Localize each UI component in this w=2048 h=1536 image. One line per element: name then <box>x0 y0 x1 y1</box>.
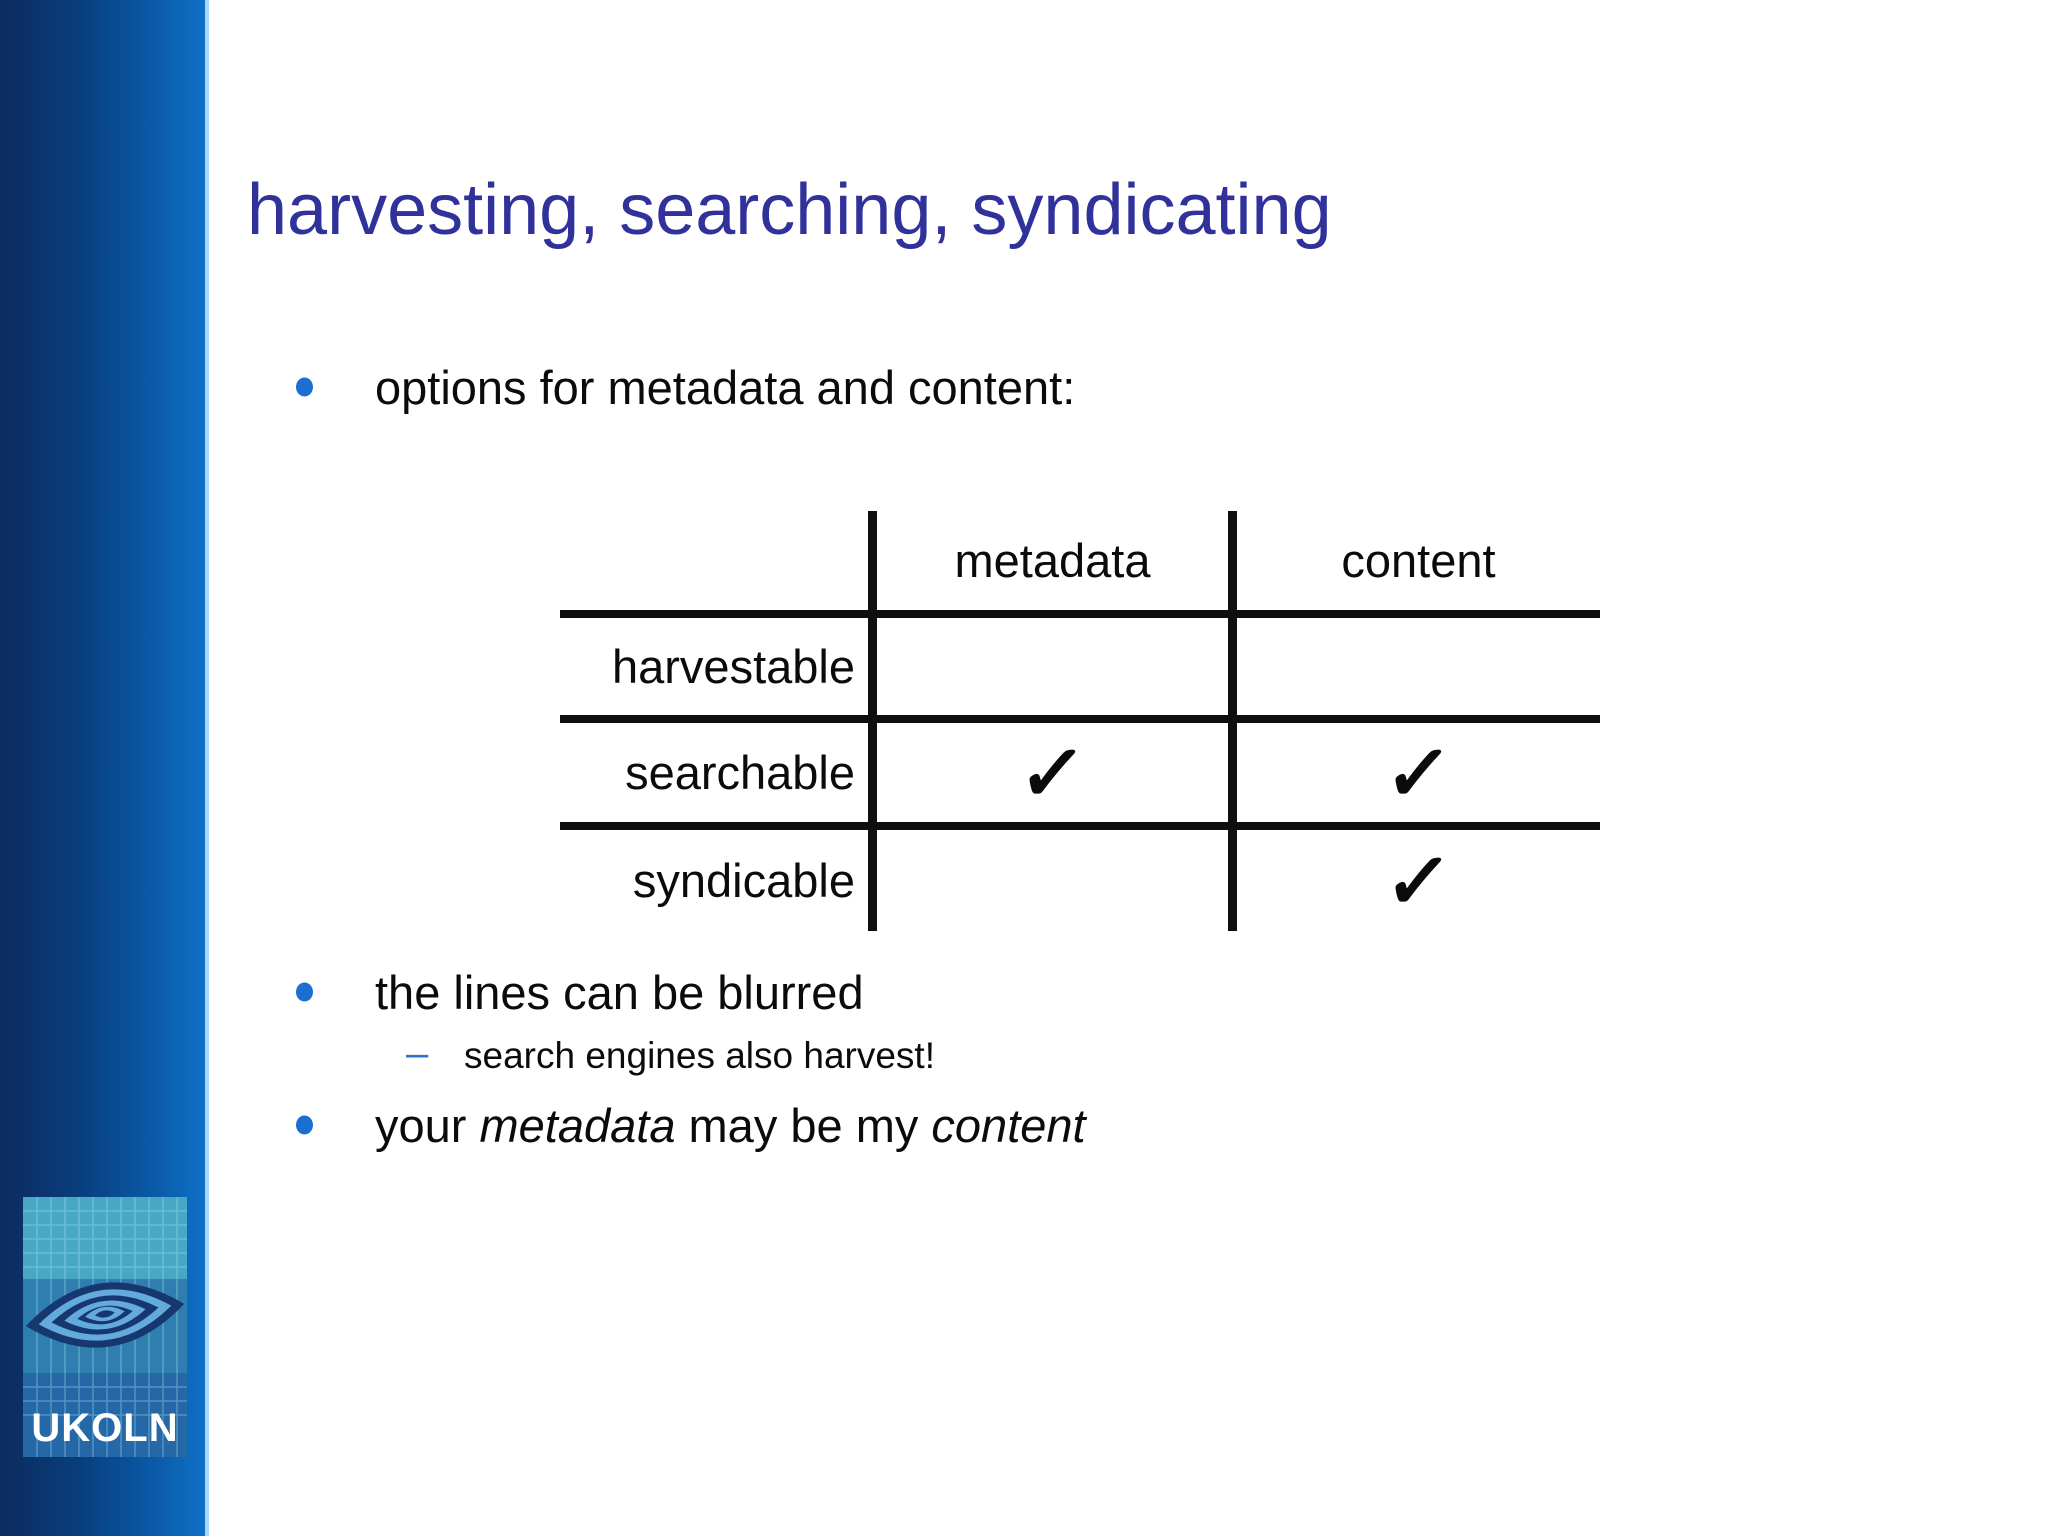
sub-bullet-search-engines-text: search engines also harvest! <box>464 1035 935 1076</box>
sidebar-edge-highlight <box>205 0 209 1536</box>
table-horizontal-rule-3 <box>560 822 1600 830</box>
slide-title: harvesting, searching, syndicating <box>247 170 1332 250</box>
ukoln-logo: UKOLN <box>23 1197 187 1457</box>
bullet-lines-blurred: the lines can be blurred <box>0 957 2048 1027</box>
ukoln-eye-icon: UKOLN <box>23 1197 187 1457</box>
row-header-searchable: searchable <box>625 746 855 799</box>
bullet-lines-blurred-text: the lines can be blurred <box>375 965 864 1019</box>
cell-syndicable-metadata <box>872 830 1234 931</box>
b3-pre: your <box>375 1098 480 1152</box>
cell-harvestable-metadata <box>872 618 1233 715</box>
table-horizontal-rule-2 <box>560 715 1600 723</box>
column-header-metadata: metadata <box>954 534 1151 587</box>
metadata-content-table: metadata content harvestable searchable … <box>560 511 1600 931</box>
bullet-icon <box>296 1115 313 1135</box>
column-header-content: content <box>1341 534 1496 587</box>
bullet-icon <box>296 982 313 1002</box>
bullet-options-text: options for metadata and content: <box>375 360 1076 414</box>
bullet-your-metadata: your metadata may be my content <box>0 1090 2048 1160</box>
ukoln-logo-text: UKOLN <box>31 1406 178 1450</box>
row-header-harvestable: harvestable <box>612 640 855 693</box>
row-header-syndicable: syndicable <box>632 854 855 907</box>
b3-italic-content: content <box>931 1098 1086 1152</box>
bullet-options: options for metadata and content: <box>0 352 2048 422</box>
cell-searchable-metadata-checkmark-icon: ✓ <box>1015 728 1090 817</box>
sub-bullet-search-engines: – search engines also harvest! <box>0 1027 2048 1085</box>
cell-harvestable-content <box>1232 618 1605 715</box>
b3-italic-metadata: metadata <box>479 1098 676 1152</box>
b3-mid: may be my <box>675 1098 932 1152</box>
dash-bullet-icon: – <box>406 1031 429 1076</box>
cell-searchable-content-checkmark-icon: ✓ <box>1381 728 1456 817</box>
table-horizontal-rule-1 <box>560 610 1600 618</box>
bullet-your-metadata-text: your metadata may be my content <box>375 1098 1086 1153</box>
bullet-icon <box>296 377 313 397</box>
cell-syndicable-content-checkmark-icon: ✓ <box>1381 836 1456 925</box>
